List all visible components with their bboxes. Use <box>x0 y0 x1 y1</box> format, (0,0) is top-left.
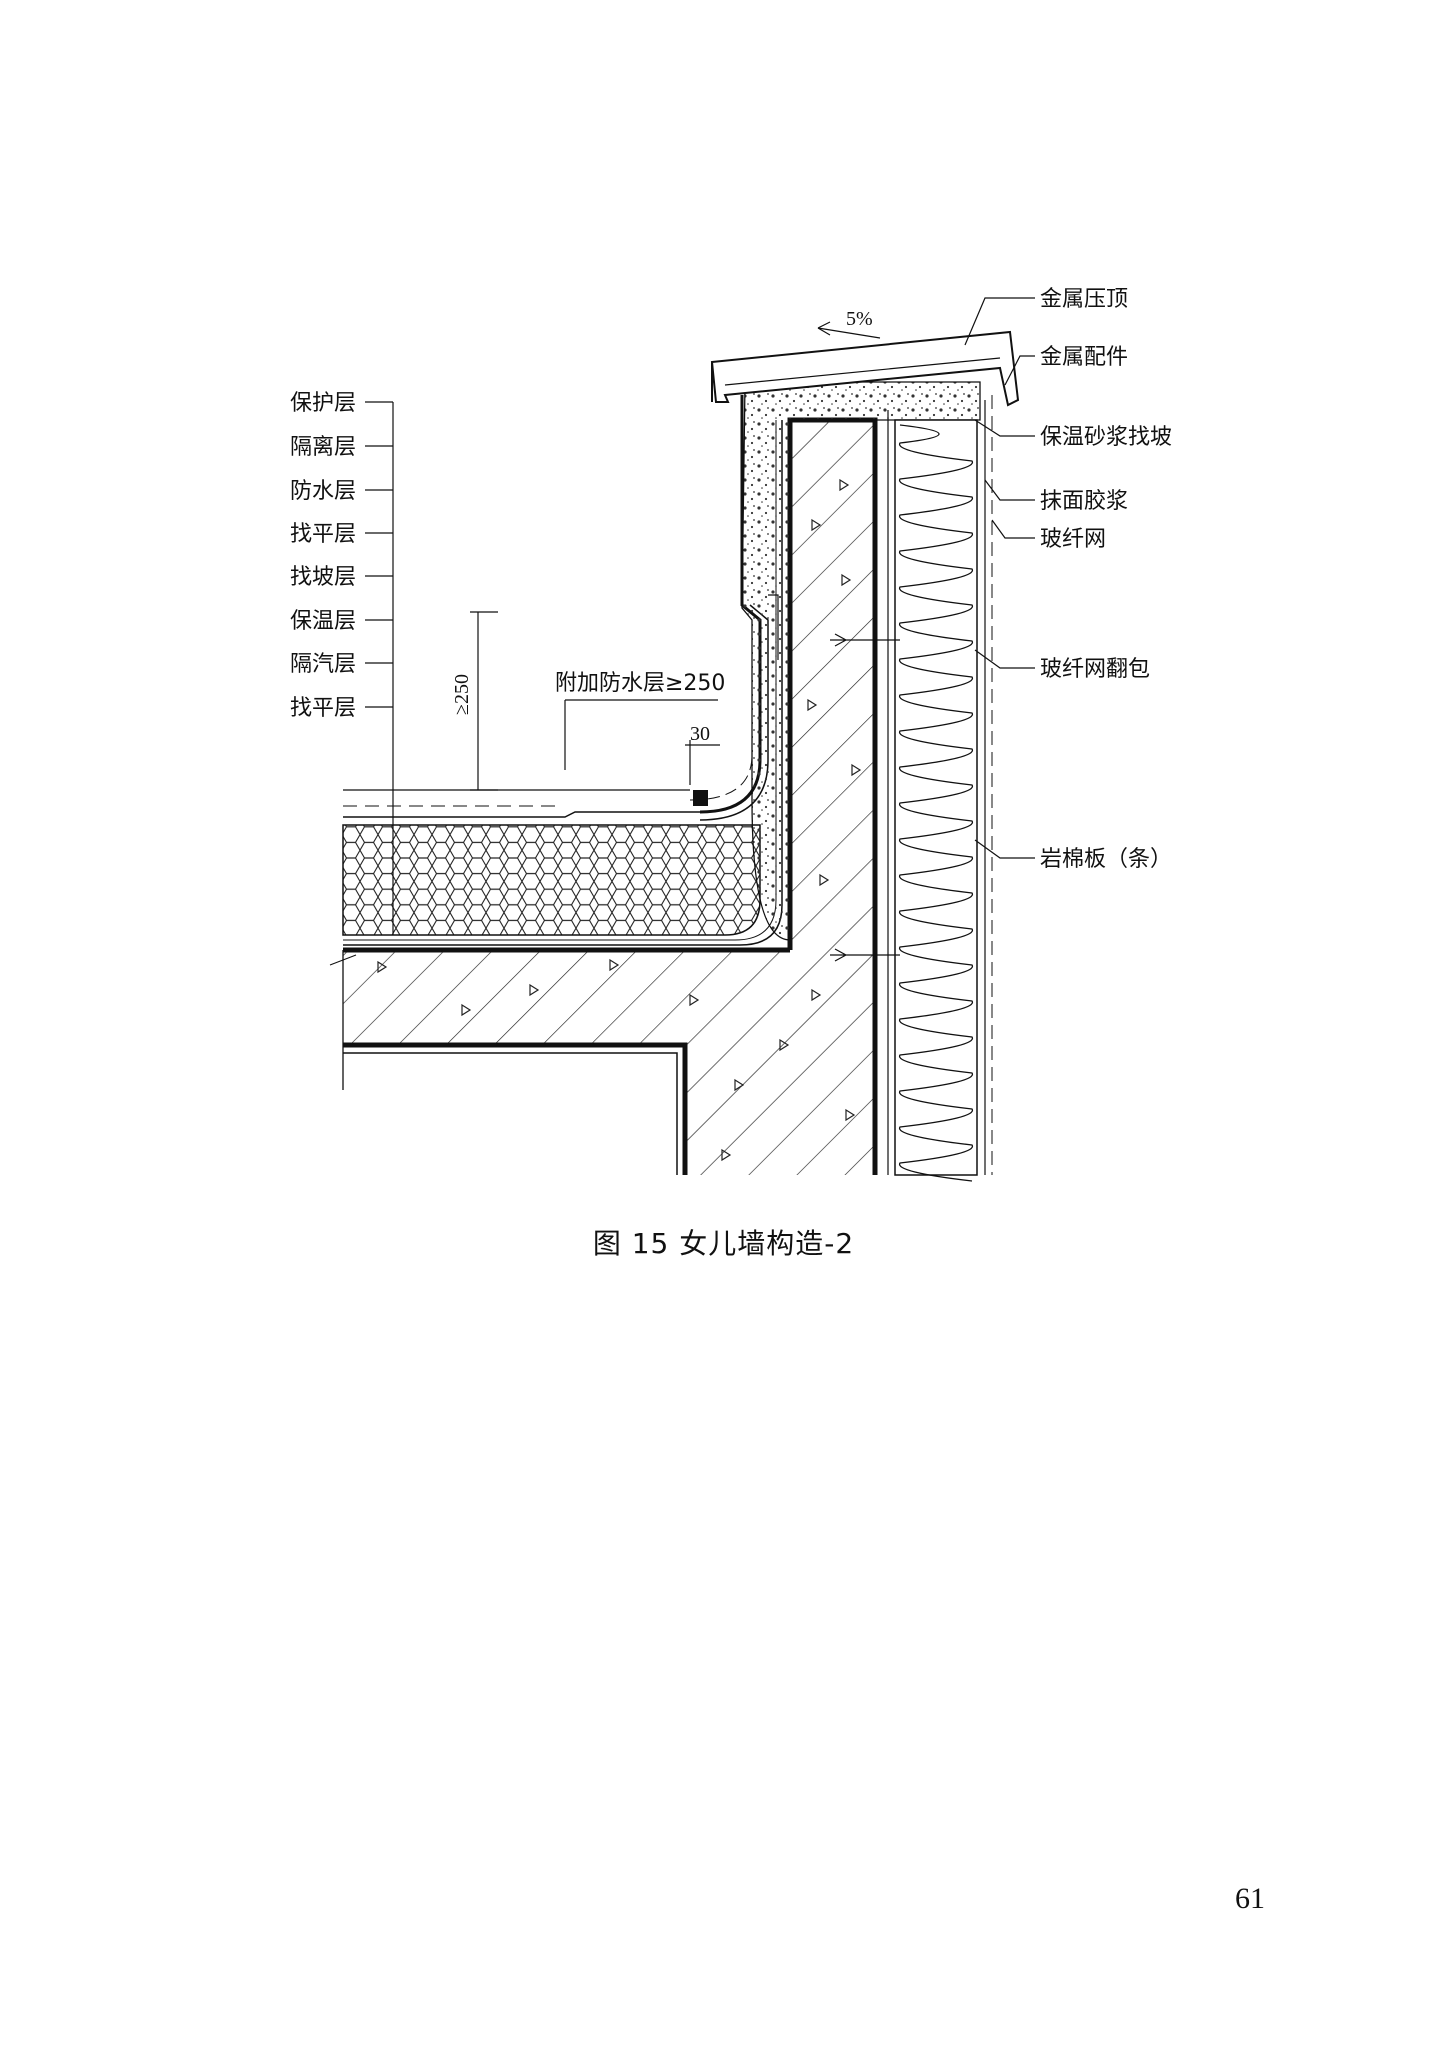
extra-waterproof-label: 附加防水层≥250 <box>555 671 725 696</box>
label-rock-wool: 岩棉板（条） <box>1040 847 1172 872</box>
parapet-detail-drawing: 保护层 隔离层 防水层 找平层 找坡层 保温层 隔汽层 找平层 金属压顶 金属配… <box>290 287 1172 1182</box>
left-leaders <box>365 401 394 935</box>
roof-insulation-layer <box>342 824 761 936</box>
label-waterproof-layer: 防水层 <box>290 479 356 504</box>
label-plaster-mortar: 抹面胶浆 <box>1040 489 1128 514</box>
right-component-labels: 金属压顶 金属配件 保温砂浆找坡 抹面胶浆 玻纤网 玻纤网翻包 岩棉板（条） <box>1040 287 1172 872</box>
gap-label: 30 <box>690 723 710 745</box>
figure-caption: 图 15 女儿墙构造-2 <box>592 1227 855 1260</box>
page-number: 61 <box>1235 1882 1265 1915</box>
sealant-block <box>693 790 708 806</box>
slope-label: 5% <box>846 308 873 330</box>
concrete-structure <box>329 417 878 1175</box>
label-insulation-layer: 保温层 <box>290 609 356 634</box>
label-insulation-mortar: 保温砂浆找坡 <box>1040 425 1172 450</box>
dimension-lines <box>470 321 881 791</box>
anchor-bolts <box>768 594 900 962</box>
rock-wool-board <box>887 395 993 1182</box>
label-protective-layer: 保护层 <box>290 391 356 416</box>
label-mesh-wrap: 玻纤网翻包 <box>1040 657 1150 682</box>
label-metal-fitting: 金属配件 <box>1040 345 1128 370</box>
label-leveling-layer-2: 找平层 <box>290 696 356 721</box>
label-metal-coping: 金属压顶 <box>1040 287 1128 312</box>
right-leaders <box>964 297 1035 859</box>
metal-coping <box>710 330 1020 407</box>
label-slope-layer: 找坡层 <box>290 565 356 590</box>
dimension-labels: 5% ≥250 附加防水层≥250 30 <box>451 308 873 745</box>
insulation-mortar-fill <box>741 381 981 941</box>
label-vapor-barrier-layer: 隔汽层 <box>290 652 356 677</box>
label-isolation-layer: 隔离层 <box>290 435 356 460</box>
label-leveling-layer: 找平层 <box>290 522 356 547</box>
height-label: ≥250 <box>451 674 473 715</box>
label-fiberglass-mesh: 玻纤网 <box>1040 527 1106 552</box>
left-layer-labels: 保护层 隔离层 防水层 找平层 找坡层 保温层 隔汽层 找平层 <box>290 391 356 721</box>
